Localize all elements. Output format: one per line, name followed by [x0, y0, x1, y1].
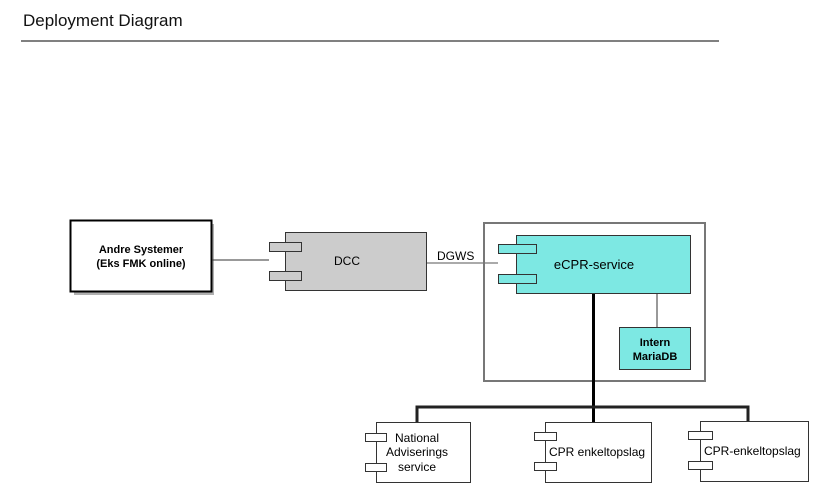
- component-box: [516, 235, 691, 294]
- component-cpr-enkeltopslag-2[interactable]: CPR-enkeltopslag: [688, 421, 809, 482]
- component-ecpr-service[interactable]: eCPR-service: [498, 235, 691, 294]
- node-box: [69, 219, 213, 293]
- component-port-icon: [365, 463, 387, 472]
- node-label: MariaDB: [633, 351, 678, 363]
- title-divider: [21, 40, 719, 42]
- component-port-icon: [534, 432, 557, 441]
- connector-label: DGWS: [437, 249, 474, 263]
- node-box: [619, 327, 691, 370]
- component-label: National: [395, 431, 439, 445]
- component-national-adviserings-service[interactable]: National Adviserings service: [365, 422, 471, 483]
- component-label: CPR enkeltopslag: [549, 445, 645, 459]
- component-label: service: [398, 460, 436, 474]
- node-intern-mariadb[interactable]: Intern MariaDB: [619, 327, 691, 370]
- component-port-icon: [498, 244, 537, 254]
- component-box: [545, 422, 652, 483]
- component-box: [700, 421, 809, 482]
- component-label: DCC: [334, 254, 360, 268]
- component-port-icon: [688, 461, 713, 470]
- component-dcc[interactable]: DCC: [269, 232, 427, 291]
- component-port-icon: [688, 431, 713, 440]
- node-andre-systemer[interactable]: Andre Systemer (Eks FMK online): [69, 219, 215, 296]
- component-port-icon: [269, 242, 302, 252]
- component-port-icon: [365, 433, 387, 442]
- node-label: Andre Systemer: [99, 244, 184, 256]
- component-label: eCPR-service: [554, 257, 634, 272]
- component-port-icon: [534, 462, 557, 471]
- component-label: CPR-enkeltopslag: [704, 444, 801, 458]
- node-label: Intern: [640, 337, 671, 349]
- component-port-icon: [498, 274, 537, 284]
- page-title: Deployment Diagram: [23, 11, 183, 30]
- node-label: (Eks FMK online): [96, 258, 186, 270]
- connector-bus: [415, 405, 750, 422]
- component-cpr-enkeltopslag[interactable]: CPR enkeltopslag: [534, 422, 652, 483]
- component-box: [376, 422, 471, 483]
- component-box: [285, 232, 427, 291]
- component-label: Adviserings: [386, 445, 448, 459]
- component-port-icon: [269, 271, 302, 281]
